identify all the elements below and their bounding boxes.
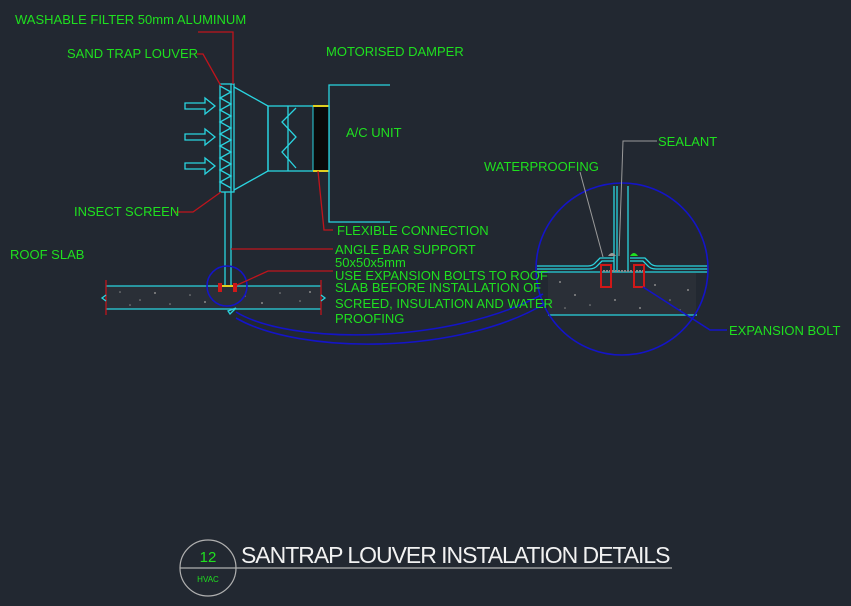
label-roof-slab: ROOF SLAB	[10, 247, 84, 262]
label-waterproofing: WATERPROOFING	[484, 159, 599, 174]
drawing-title: SANTRAP LOUVER INSTALATION DETAILS	[241, 542, 671, 568]
sand-trap-louver	[219, 83, 235, 193]
airflow-arrows	[184, 96, 217, 176]
flexible-connection	[312, 105, 330, 172]
louver-assembly	[184, 83, 390, 286]
label-insect-screen: INSECT SCREEN	[74, 204, 179, 219]
label-angle-bar-size: 50x50x5mm	[335, 255, 406, 270]
label-washable-filter: WASHABLE FILTER 50mm ALUMINUM	[15, 12, 246, 27]
label-expansion-note-1: USE EXPANSION BOLTS TO ROOF	[335, 268, 548, 283]
label-motorised-damper: MOTORISED DAMPER	[326, 44, 464, 59]
label-expansion-note-3: SCREED, INSULATION AND WATER	[335, 296, 553, 311]
label-expansion-note-4: PROOFING	[335, 311, 404, 326]
label-flexible-connection: FLEXIBLE CONNECTION	[337, 223, 489, 238]
enlarged-base-detail	[535, 140, 727, 356]
ac-unit-outline	[328, 84, 390, 223]
label-ac-unit: A/C UNIT	[346, 125, 402, 140]
leader-lines	[174, 31, 333, 287]
expansion-bolt	[600, 264, 612, 288]
label-sand-trap-louver: SAND TRAP LOUVER	[67, 46, 198, 61]
label-angle-bar-support: ANGLE BAR SUPPORT	[335, 242, 476, 257]
label-expansion-bolt: EXPANSION BOLT	[729, 323, 841, 338]
roof-slab	[100, 265, 327, 316]
label-expansion-note-2: SLAB BEFORE INSTALLATION OF	[335, 280, 541, 295]
detail-number: 12	[200, 549, 217, 566]
transition-duct	[233, 86, 269, 191]
discipline-label: HVAC	[197, 575, 219, 584]
detail-callout-circle	[206, 265, 248, 307]
label-sealant: SEALANT	[658, 134, 717, 149]
title-block: 12 HVAC SANTRAP LOUVER INSTALATION DETAI…	[179, 539, 672, 597]
detail-link	[235, 293, 547, 345]
